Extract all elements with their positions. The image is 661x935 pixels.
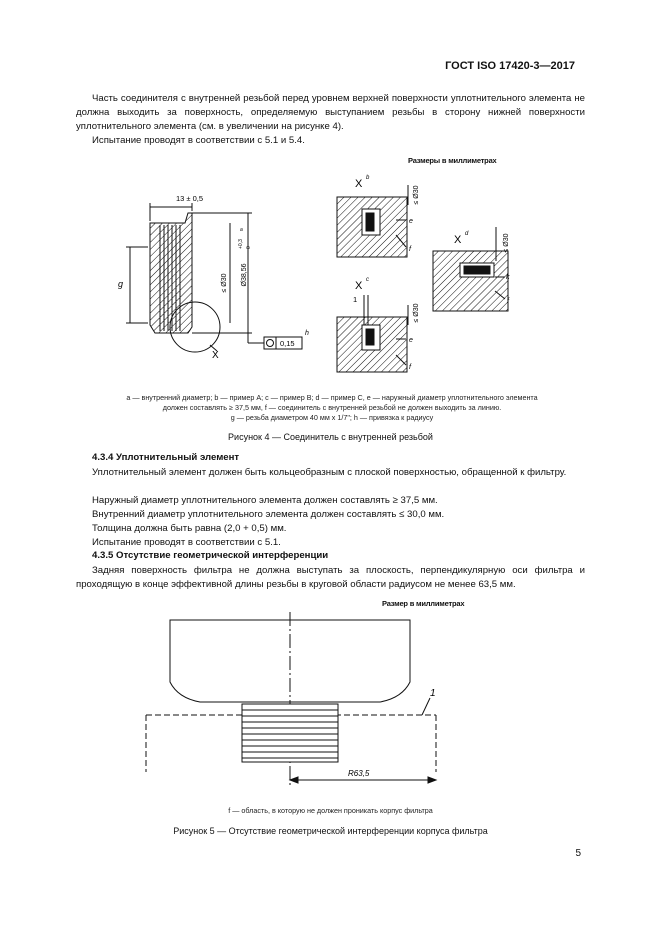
intro-paragraph-1: Часть соединителя с внутренней резьбой п… xyxy=(76,93,585,133)
label-xc-sup: c xyxy=(366,277,369,283)
label-e-b: e xyxy=(409,218,413,225)
figure4-legend-line-2: должен составлять ≥ 37,5 мм, f — соедини… xyxy=(162,403,502,412)
figure4-caption: Рисунок 4 — Соединитель с внутренней рез… xyxy=(228,432,433,442)
dim-30-c: ≤ Ø30 xyxy=(413,303,420,322)
detail-d-body xyxy=(432,250,509,312)
label-f-b: f xyxy=(409,246,412,253)
label-f-d: f xyxy=(507,298,510,305)
figure5-caption: Рисунок 5 — Отсутствие геометрической ин… xyxy=(173,826,488,836)
document-header: ГОСТ ISO 17420-3—2017 xyxy=(445,60,575,72)
figure5-legend: f — область, в которую не должен проника… xyxy=(228,806,433,815)
connector-section xyxy=(149,212,193,334)
sup-a-label: a xyxy=(240,227,243,233)
label-xd: X xyxy=(454,234,462,246)
dim-30-d: ≤ Ø30 xyxy=(503,233,510,252)
figure4-legend: a — внутренний диаметр; b — пример А; c … xyxy=(62,393,602,423)
label-one: 1 xyxy=(353,295,357,304)
dim-13-label: 13 ± 0,5 xyxy=(176,194,203,203)
figure5-radius-label: R63,5 xyxy=(348,769,370,778)
section-4-3-5-heading: 4.3.5 Отсутствие геометрической интерфер… xyxy=(92,550,329,561)
section-4-3-4-line-2: Наружный диаметр уплотнительного элемент… xyxy=(92,495,438,506)
label-k-d: k xyxy=(506,274,510,281)
figure4-drawing: 13 ± 0,5 g ≤ Ø30 Ø38,56 +0,3 0 a X 0,15 … xyxy=(118,175,510,373)
tolerance-frame-value: 0,15 xyxy=(280,339,295,348)
detail-circle xyxy=(169,301,221,353)
figure5-dimension-note: Размер в миллиметрах xyxy=(382,599,465,608)
dim-38-label: Ø38,56 xyxy=(241,263,248,286)
label-e-c: e xyxy=(409,337,413,344)
label-g: g xyxy=(118,279,123,289)
label-xc: X xyxy=(355,280,363,292)
dim-30-b: ≤ Ø30 xyxy=(413,185,420,204)
page-number: 5 xyxy=(575,848,581,859)
label-h: h xyxy=(305,330,309,337)
label-xb: X xyxy=(355,178,363,190)
label-xb-sup: b xyxy=(366,175,370,181)
label-x: X xyxy=(212,350,219,361)
label-xd-sup: d xyxy=(465,231,469,237)
dim-30-label: ≤ Ø30 xyxy=(221,273,228,292)
section-4-3-5-text: Задняя поверхность фильтра не должна выс… xyxy=(76,565,585,591)
figure4-legend-line-1: a — внутренний диаметр; b — пример А; c … xyxy=(126,393,538,402)
tol-low-label: 0 xyxy=(246,246,252,249)
figure4-dimension-note: Размеры в миллиметрах xyxy=(408,156,497,165)
section-4-3-4-line-5: Испытание проводят в соответствии с 5.1. xyxy=(92,537,281,548)
figure5-label-1: 1 xyxy=(430,688,436,699)
label-f-c: f xyxy=(409,364,412,371)
figure4-legend-line-3: g — резьба диаметром 40 мм х 1/7"; h — п… xyxy=(230,413,434,422)
section-4-3-4-line-4: Толщина должна быть равна (2,0 + 0,5) мм… xyxy=(92,523,287,534)
tol-up-label: +0,3 xyxy=(238,239,244,249)
intro-paragraph-2: Испытание проводят в соответствии с 5.1 … xyxy=(92,135,305,146)
section-4-3-4-line-1: Уплотнительный элемент должен быть кольц… xyxy=(92,467,567,478)
figure5-drawing: 1 R63,5 xyxy=(145,612,438,787)
section-4-3-4-heading: 4.3.4 Уплотнительный элемент xyxy=(92,452,240,463)
section-4-3-4-line-3: Внутренний диаметр уплотнительного элеме… xyxy=(92,509,445,520)
